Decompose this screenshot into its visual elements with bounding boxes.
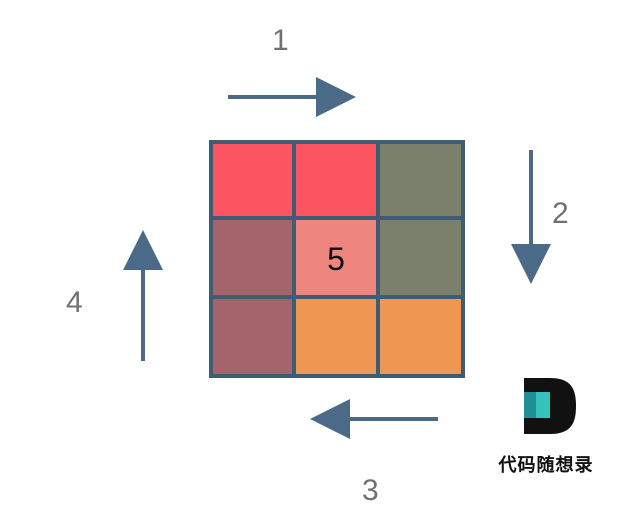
brand-logo: 代码随想录: [498, 378, 594, 476]
matrix-grid: 5: [209, 140, 465, 378]
d-logo-icon: [524, 378, 576, 434]
step-label-4: 4: [66, 286, 83, 319]
grid-cell-r2c1: [211, 218, 294, 297]
grid-cell-r1c3: [378, 142, 463, 218]
step-label-2: 2: [552, 197, 569, 230]
grid-cell-r2c2: [294, 218, 378, 297]
grid-cell-r3c2: [294, 297, 378, 376]
grid-cell-r1c1: [211, 142, 294, 218]
grid-border: [209, 140, 465, 378]
grid-cell-r1c2: [294, 142, 378, 218]
step-label-3: 3: [362, 474, 379, 507]
center-number: 5: [327, 241, 345, 277]
grid-cell-r2c3: [378, 218, 463, 297]
step-label-1: 1: [272, 24, 289, 57]
grid-cell-r3c1: [211, 297, 294, 376]
grid-cell-r3c3: [378, 297, 463, 376]
brand-name: 代码随想录: [498, 454, 594, 476]
